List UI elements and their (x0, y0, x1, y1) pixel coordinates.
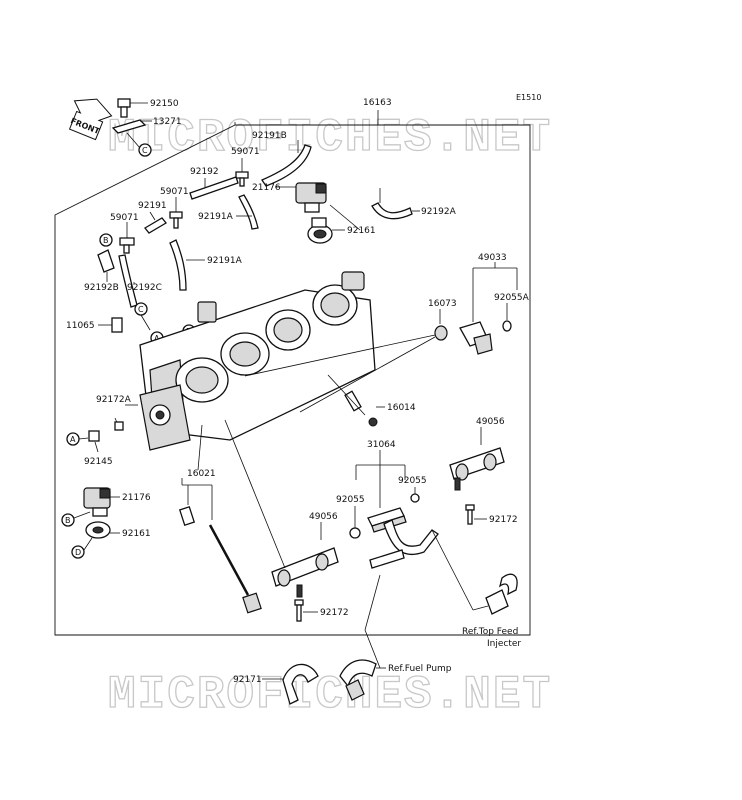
label-16021: 16021 (187, 469, 216, 479)
joint-59071-mid (169, 211, 183, 229)
label-16014: 16014 (387, 403, 416, 413)
label-59071-top: 59071 (231, 147, 260, 157)
label-92172a: 92172A (96, 395, 132, 405)
callout-d-lower-label: D (75, 548, 81, 557)
ref-top-feed-line2: Injecter (487, 639, 521, 649)
callout-a-left-label: A (70, 435, 76, 444)
label-49033: 49033 (478, 253, 507, 263)
label-11065: 11065 (66, 321, 95, 331)
callout-c-lower-label: C (138, 305, 144, 314)
callout-b-lower-label: B (65, 516, 71, 525)
spring-16014 (344, 390, 378, 427)
label-92192c: 92192C (127, 283, 162, 293)
cap-11065 (111, 317, 123, 333)
o-ring-92055a (502, 320, 512, 332)
o-ring-92055-right (410, 493, 420, 503)
clamp-92161-top (307, 217, 333, 244)
label-92161-bottom: 92161 (122, 529, 151, 539)
watermark-top: MICROFICHES.NET (108, 112, 552, 164)
label-92055-right: 92055 (398, 476, 427, 486)
label-92191a-upper: 92191A (198, 212, 234, 222)
label-16073: 16073 (428, 299, 457, 309)
label-92055-left: 92055 (336, 495, 365, 505)
front-arrow-icon: FRONT (68, 98, 113, 141)
label-92145: 92145 (84, 457, 113, 467)
label-92192b: 92192B (84, 283, 119, 293)
label-92191: 92191 (138, 201, 167, 211)
label-31064: 31064 (367, 440, 396, 450)
callout-c-top-label: C (142, 146, 148, 155)
ref-fuel-pump: Ref.Fuel Pump (388, 664, 452, 674)
hose-92192 (189, 176, 239, 200)
label-59071-left: 59071 (110, 213, 139, 223)
hose-92191b (261, 144, 312, 187)
hose-92191 (144, 217, 167, 234)
fuel-rail-49056-mid (271, 547, 339, 598)
label-92161-top: 92161 (347, 226, 376, 236)
label-92191b: 92191B (252, 131, 287, 141)
fuel-injector-49033 (459, 321, 493, 355)
label-21176-top: 21176 (252, 183, 281, 193)
clamp-92161-bottom (85, 521, 111, 539)
callout-b-lower (61, 513, 75, 527)
assembly-frame (54, 124, 531, 636)
label-92150: 92150 (150, 99, 179, 109)
top-feed-injector-ref (485, 573, 518, 615)
idle-adjuster-16021 (178, 506, 262, 614)
label-92172-mid: 92172 (320, 608, 349, 618)
fuel-pump-connector-ref (339, 659, 377, 701)
callout-b-top (99, 233, 113, 247)
label-92192: 92192 (190, 167, 219, 177)
joint-59071-left (119, 237, 135, 254)
label-92055a: 92055A (494, 293, 530, 303)
label-92172-right: 92172 (489, 515, 518, 525)
label-49056-mid: 49056 (309, 512, 338, 522)
label-59071-mid: 59071 (160, 187, 189, 197)
sensor-21176-top (295, 182, 327, 213)
bracket-13271 (111, 119, 147, 134)
diagram-code: E1510 (516, 93, 541, 102)
hose-92192a (371, 202, 413, 220)
o-ring-92055-left (349, 527, 361, 539)
label-92171: 92171 (233, 675, 262, 685)
ref-top-feed-line1: Ref.Top Feed (462, 627, 518, 637)
sensor-21176-bottom (83, 487, 111, 517)
label-92192a: 92192A (421, 207, 457, 217)
seal-16073 (434, 325, 448, 341)
throttle-body-assembly (139, 271, 376, 451)
hose-92191a-upper (238, 194, 259, 230)
callout-b-top-label: B (103, 236, 109, 245)
label-49056-right: 49056 (476, 417, 505, 427)
label-13271: 13271 (153, 117, 182, 127)
callout-c-top (138, 143, 152, 157)
screw-92172a (114, 421, 124, 431)
bolt-92172-right (465, 504, 475, 525)
label-21176-bottom: 21176 (122, 493, 151, 503)
hose-92191a-lower (169, 239, 187, 291)
hose-92192c (118, 254, 138, 308)
plug-92145 (88, 430, 100, 442)
watermark-bottom: MICROFICHES.NET (108, 669, 552, 721)
fitting-92192b (97, 249, 115, 273)
bolt-92172-mid (294, 599, 304, 622)
fuel-pipe-31064 (367, 507, 439, 569)
joint-59071-top (235, 171, 249, 187)
label-16163: 16163 (363, 98, 392, 108)
clamp-92171 (282, 663, 319, 705)
fuel-rail-49056-right (449, 447, 505, 491)
label-92191a-lower: 92191A (207, 256, 243, 266)
callout-a-inner-label: A (154, 334, 160, 343)
callout-d-lower (71, 545, 85, 559)
